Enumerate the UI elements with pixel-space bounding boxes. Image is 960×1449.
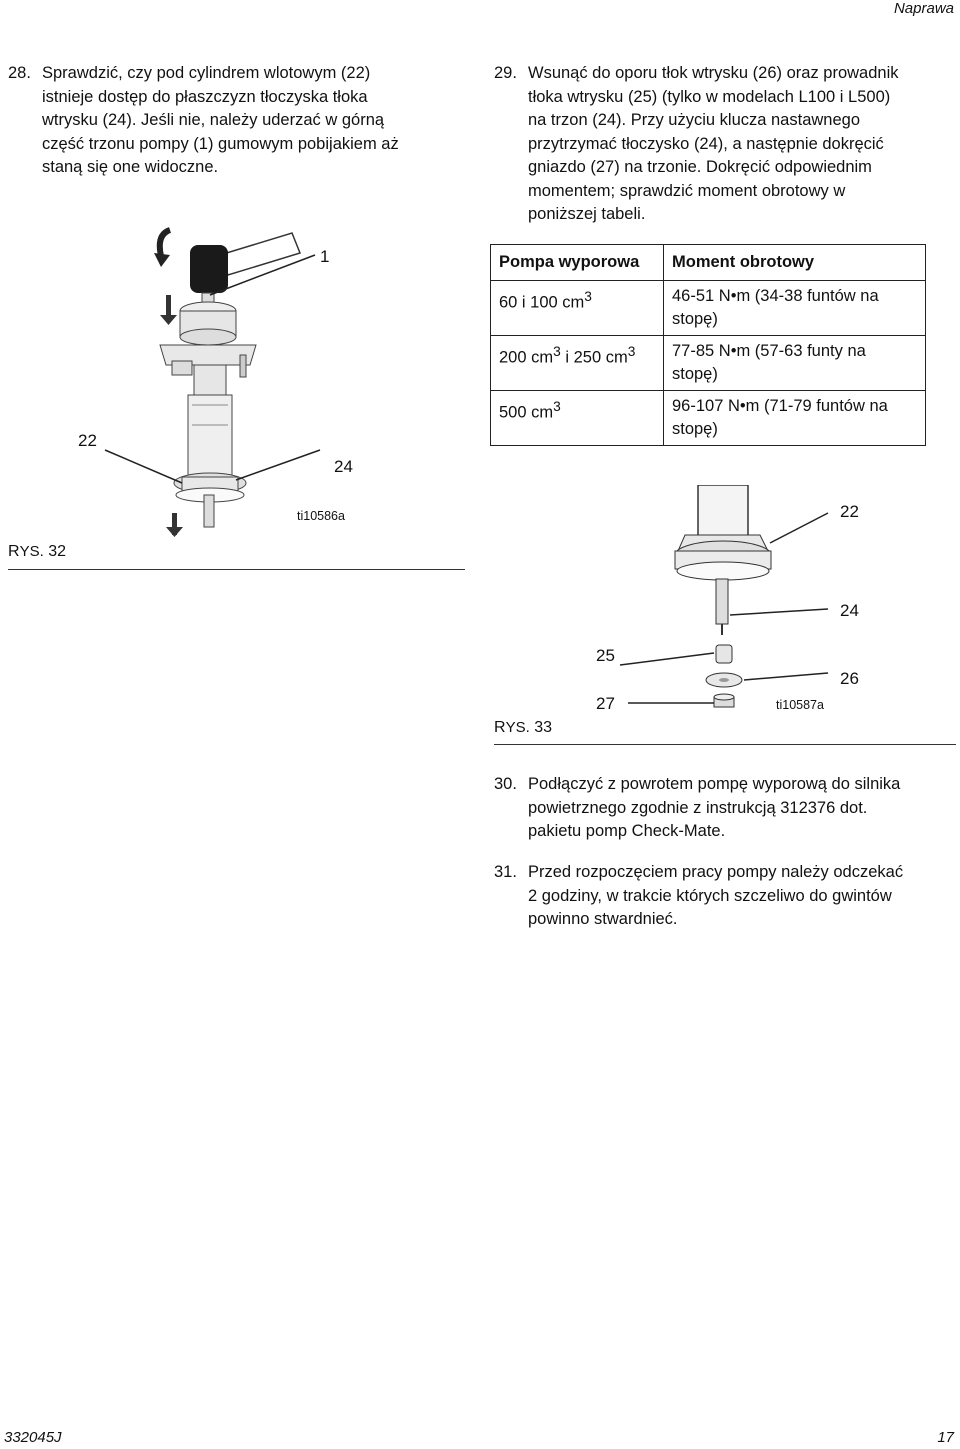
mallet-head [190, 245, 228, 293]
step-number: 30. [494, 775, 517, 793]
page-number: 17 [937, 1429, 954, 1446]
column-header-torque: Moment obrotowy [663, 244, 926, 281]
step-31: 31. Przed rozpoczęciem pracy pompy należ… [494, 861, 954, 936]
figure-code: ti10587a [776, 698, 824, 712]
table-row: 200 cm3 i 250 cm3 77-85 N•m (57-63 funty… [490, 335, 926, 391]
torque-table: Pompa wyporowa Moment obrotowy 60 i 100 … [490, 244, 926, 446]
callout-22: 22 [840, 502, 859, 521]
step-30: 30. Podłączyć z powrotem pompę wyporową … [494, 773, 954, 848]
figure-code: ti10586a [297, 509, 345, 523]
figure-32-label: RYS. 32 [8, 543, 66, 560]
callout-27: 27 [596, 694, 615, 713]
step-number: 29. [494, 64, 517, 82]
step-text: Przed rozpoczęciem pracy pompy należy od… [528, 863, 904, 928]
callout-25: 25 [596, 646, 615, 665]
table-header-row: Pompa wyporowa Moment obrotowy [490, 244, 926, 281]
step-text: Wsunąć do oporu tłok wtrysku (26) oraz p… [528, 64, 899, 223]
callout-1: 1 [320, 247, 330, 266]
column-header-pump: Pompa wyporowa [490, 244, 664, 281]
pump-cell: 60 i 100 cm3 [490, 280, 664, 336]
step-text: Sprawdzić, czy pod cylindrem wlotowym (2… [42, 64, 399, 176]
callout-24: 24 [334, 457, 353, 476]
callout-24: 24 [840, 601, 859, 620]
step-number: 31. [494, 863, 517, 881]
pump-cell: 500 cm3 [490, 390, 664, 446]
mallet-handle [219, 232, 301, 276]
callout-22: 22 [78, 431, 97, 450]
step-text: Podłączyć z powrotem pompę wyporową do s… [528, 775, 901, 840]
step-28: 28. Sprawdzić, czy pod cylindrem wlotowy… [8, 62, 468, 182]
step-29: 29. Wsunąć do oporu tłok wtrysku (26) or… [494, 62, 954, 232]
step-number: 28. [8, 64, 31, 82]
figure-33-illustration [619, 485, 829, 708]
figure-33-label: RYS. 33 [494, 719, 552, 736]
section-header: Naprawa [893, 0, 954, 17]
callout-26: 26 [840, 669, 859, 688]
divider [8, 569, 465, 570]
divider [494, 744, 956, 745]
pump-cell: 200 cm3 i 250 cm3 [490, 335, 664, 391]
document-number: 332045J [4, 1429, 62, 1446]
figure-32-illustration [104, 227, 321, 537]
